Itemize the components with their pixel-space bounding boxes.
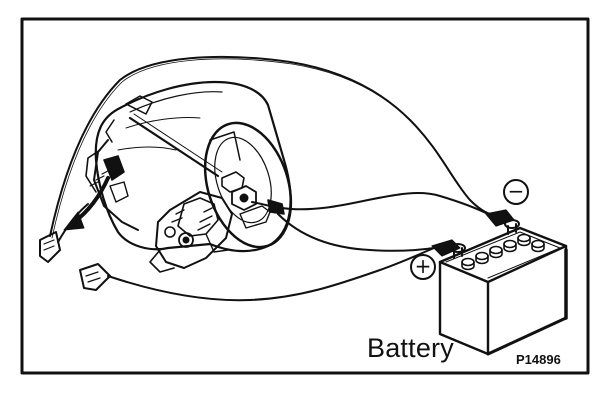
figure-code: P14896	[516, 352, 561, 367]
battery-label: Battery	[367, 333, 454, 363]
starter-motor-icon	[85, 80, 293, 273]
positive-terminal-symbol: +	[410, 254, 436, 280]
test-leads	[49, 55, 491, 302]
alligator-clip-icon	[39, 209, 515, 291]
negative-terminal-symbol: −	[503, 179, 529, 205]
battery-icon	[438, 219, 568, 356]
diagram-frame	[20, 17, 590, 375]
